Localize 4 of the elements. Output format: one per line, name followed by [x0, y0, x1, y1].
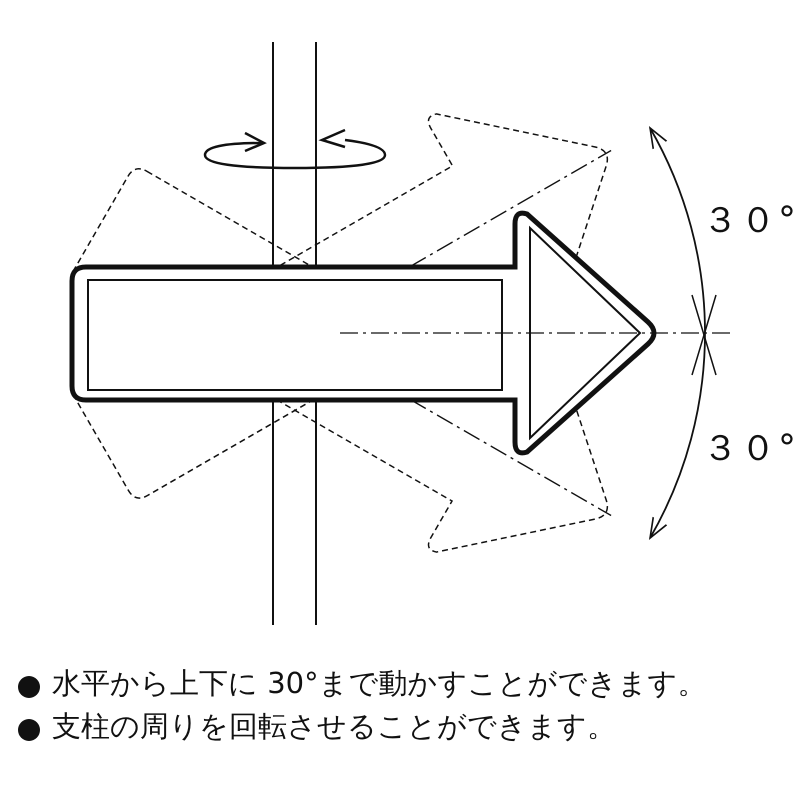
note-text: 水平から上下に 30°まで動かすことができます。	[52, 665, 707, 702]
angle-label: ３０°	[702, 199, 798, 243]
angle-label: ３０°	[702, 427, 798, 471]
note-text: 支柱の周りを回転させることができます。	[52, 708, 616, 745]
